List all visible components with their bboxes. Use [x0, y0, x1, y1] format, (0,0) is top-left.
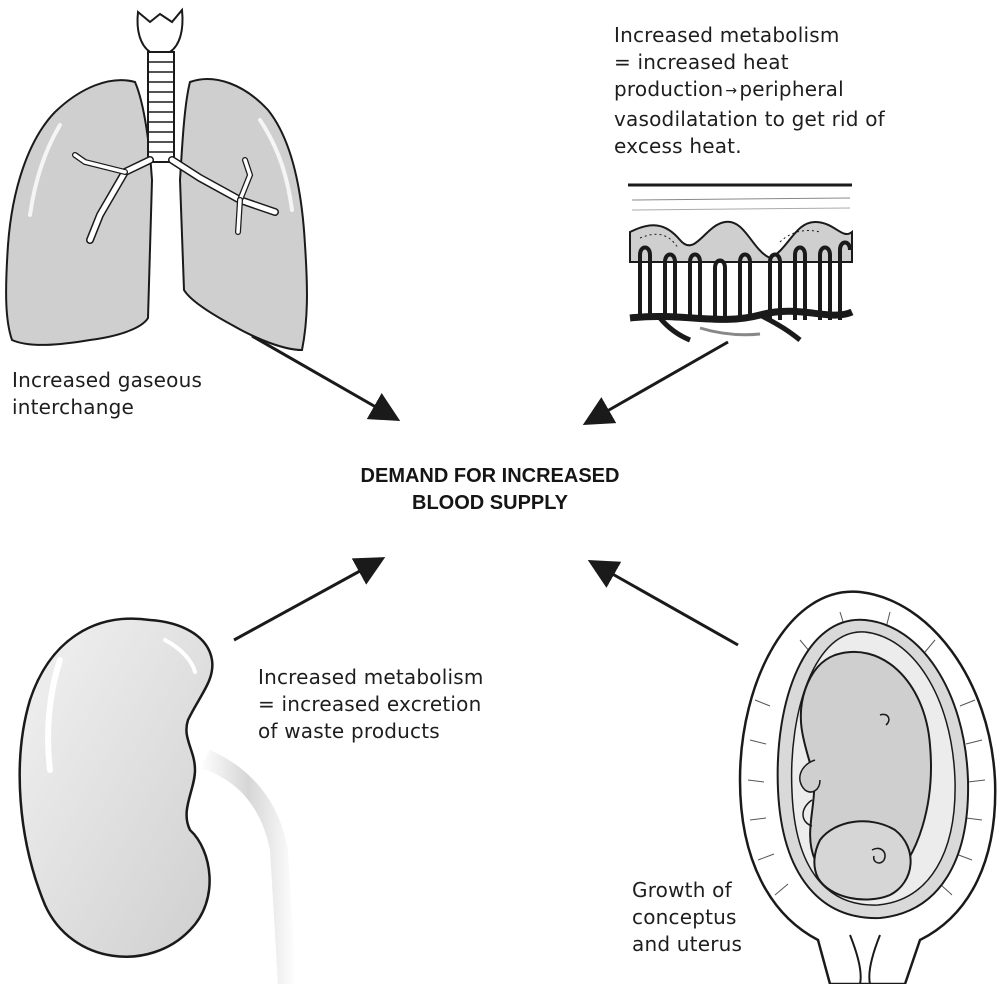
- heat-caption-line3-a: production: [614, 77, 723, 101]
- lungs-caption-line1: Increased gaseous: [12, 367, 202, 394]
- heat-caption-line3: production→peripheral: [614, 76, 885, 106]
- heat-caption-line1: Increased metabolism: [614, 22, 885, 49]
- lungs-caption-line2: interchange: [12, 394, 202, 421]
- heat-caption-line5: excess heat.: [614, 133, 885, 160]
- uterus-caption-line3: and uterus: [632, 931, 742, 958]
- heat-caption-line2: = increased heat: [614, 49, 885, 76]
- uterus-caption: Growth of conceptus and uterus: [632, 877, 742, 958]
- uterus-caption-line2: conceptus: [632, 904, 742, 931]
- kidney-caption-line3: of waste products: [258, 718, 484, 745]
- heat-caption-line3-b: peripheral: [739, 77, 844, 101]
- kidney-illustration: [20, 619, 296, 984]
- kidney-caption: Increased metabolism = increased excreti…: [258, 664, 484, 745]
- kidney-caption-line2: = increased excretion: [258, 691, 484, 718]
- heat-caption-line4: vasodilatation to get rid of: [614, 106, 885, 133]
- lungs-caption: Increased gaseous interchange: [12, 367, 202, 421]
- skin-section-illustration: [628, 184, 852, 340]
- uterus-caption-line1: Growth of: [632, 877, 742, 904]
- heat-caption: Increased metabolism = increased heat pr…: [614, 22, 885, 160]
- lungs-illustration: [6, 10, 307, 350]
- center-title-line2: BLOOD SUPPLY: [300, 490, 680, 517]
- arrow-from-skin: [588, 342, 728, 422]
- center-title-line1: DEMAND FOR INCREASED: [300, 463, 680, 490]
- arrow-from-kidney: [234, 560, 380, 640]
- arrow-from-lungs: [252, 336, 395, 418]
- inline-arrow-icon: →: [725, 78, 737, 105]
- center-title: DEMAND FOR INCREASED BLOOD SUPPLY: [300, 463, 680, 517]
- kidney-caption-line1: Increased metabolism: [258, 664, 484, 691]
- uterus-illustration: [740, 592, 995, 984]
- arrow-from-uterus: [593, 563, 738, 645]
